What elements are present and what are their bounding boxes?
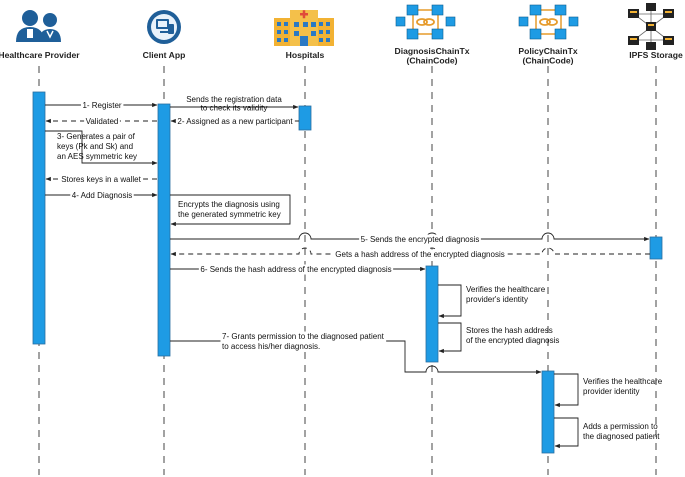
arrow-verify-identity-diag	[438, 284, 462, 319]
msg-assigned: 2- Assigned as a new participant	[177, 117, 293, 126]
msg-add-diagnosis: 4- Add Diagnosis	[72, 191, 132, 200]
label-background	[70, 190, 134, 201]
actor-label-diagnosis-chaincode: DiagnosisChainTx(ChainCode)	[395, 46, 470, 66]
actor-label-ipfs-storage: IPFS Storage	[629, 50, 683, 60]
activation-diagnosis-chaincode	[425, 265, 439, 363]
actor-label-policy-chaincode: PolicyChainTx(ChainCode)	[518, 46, 577, 66]
arrow-get-hash	[170, 247, 650, 257]
activation-healthcare-provider	[32, 91, 46, 345]
msg-validated: Validated	[86, 117, 119, 126]
ipfs-storage-icon	[628, 3, 674, 50]
arrow-add-permission	[554, 417, 579, 449]
label-background	[359, 234, 481, 245]
blockchain-icon	[395, 4, 456, 40]
arrow-encrypt	[170, 194, 291, 227]
msg-register: 1- Register	[82, 101, 121, 110]
healthcare-provider-icon	[16, 10, 61, 42]
label-background	[333, 249, 507, 260]
actor-label-hospitals: Hospitals	[286, 50, 325, 60]
blockchain-icon	[518, 4, 579, 40]
activation-ipfs-storage	[649, 236, 663, 260]
label-background	[80, 100, 124, 111]
arrow-send-encrypted	[170, 232, 650, 242]
label-background	[220, 331, 387, 352]
actor-label-client-app: Client App	[143, 50, 186, 60]
label-background	[84, 116, 120, 127]
arrow-store-hash	[438, 322, 462, 354]
label-background	[175, 116, 295, 127]
msg-store-keys: Stores keys in a wallet	[61, 175, 141, 184]
msg-get-hash: Gets a hash address of the encrypted dia…	[335, 250, 504, 259]
activation-hospitals	[298, 105, 312, 131]
hospital-icon	[274, 10, 334, 46]
msg-send-hash: 6- Sends the hash address of the encrypt…	[200, 265, 391, 274]
msg-grant-permission: 7- Grants permission to the diagnosed pa…	[222, 332, 385, 351]
actor-label-healthcare-provider: Healthcare Provider	[0, 50, 80, 60]
arrow-verify-identity-policy	[554, 373, 579, 408]
label-background	[59, 174, 144, 185]
msg-send-encrypted: 5- Sends the encrypted diagnosis	[361, 235, 480, 244]
arrow-generate-keys	[45, 130, 158, 166]
activation-policy-chaincode	[541, 370, 555, 454]
activation-client-app	[157, 103, 171, 357]
client-app-icon	[147, 10, 181, 44]
arrow-grant-permission	[170, 340, 542, 375]
label-background	[198, 264, 394, 275]
